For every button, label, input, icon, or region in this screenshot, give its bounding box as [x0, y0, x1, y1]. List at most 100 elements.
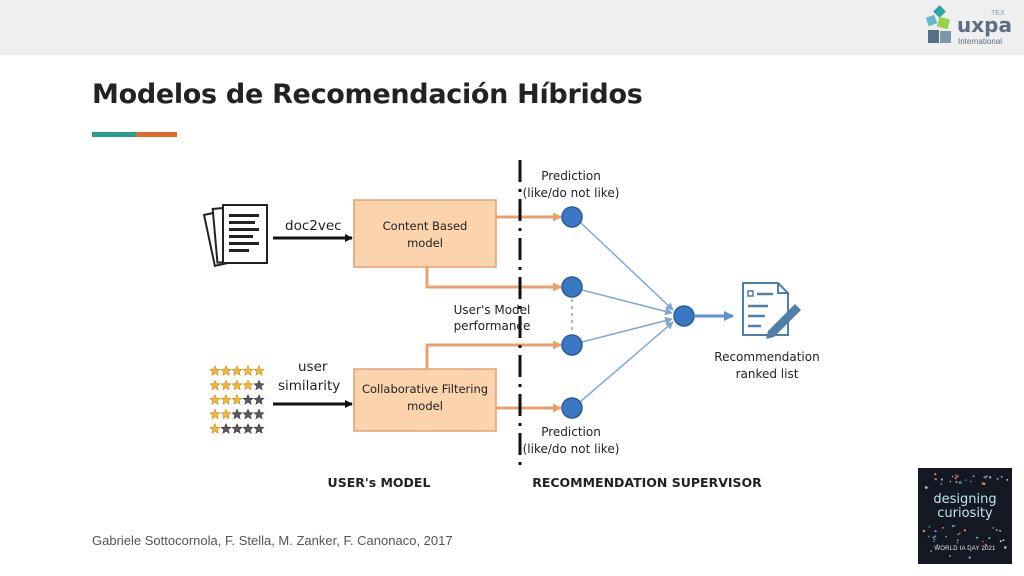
star-filled-icon — [209, 408, 221, 420]
badge-dot — [954, 474, 957, 476]
badge-dot — [930, 550, 932, 553]
badge-dot — [992, 527, 995, 529]
badge-dot — [1000, 476, 1003, 478]
logo-block-4 — [928, 30, 939, 43]
top-bar — [0, 0, 1024, 55]
similarity-label: similarity — [278, 378, 340, 394]
star-filled-icon — [220, 379, 232, 391]
star-ratings-icon — [209, 365, 265, 434]
badge-dot — [945, 536, 947, 538]
star-empty-icon — [242, 394, 254, 405]
uxpa-international-logo: uxpa International TEX — [925, 5, 1012, 46]
performance-node-content — [561, 276, 583, 298]
badge-dot — [934, 473, 937, 476]
badge-dot — [928, 526, 931, 528]
badge-dot — [934, 530, 937, 533]
badge-dot — [934, 535, 937, 538]
doc2vec-label: doc2vec — [285, 218, 342, 234]
badge-dot — [965, 479, 967, 481]
documents-icon — [202, 204, 268, 267]
performance-label: User's Model — [454, 303, 531, 317]
badge-dot — [1006, 479, 1009, 481]
content-based-model-box — [353, 199, 497, 268]
logo-brand: uxpa — [957, 13, 1012, 37]
star-filled-icon — [231, 379, 243, 391]
node1-to-aggregator-arrow — [579, 221, 674, 311]
badge-dot — [951, 525, 954, 528]
badge-dot — [922, 529, 926, 533]
badge-dot — [954, 477, 957, 480]
prediction-node-content — [561, 206, 583, 228]
star-filled-icon — [209, 394, 221, 405]
badge-dot — [983, 549, 985, 551]
star-empty-icon — [253, 379, 265, 391]
badge-dot — [972, 475, 975, 478]
badge-dot — [988, 537, 991, 540]
badge-dot — [986, 475, 988, 477]
badge-footer: WORLD IA DAY 2021 — [934, 546, 996, 552]
badge-dot — [956, 475, 959, 478]
title-accent-teal — [92, 132, 136, 137]
badge-dot — [976, 536, 978, 539]
badge-dot — [984, 543, 987, 546]
performance-node-collaborative — [561, 334, 583, 356]
badge-dot — [934, 478, 937, 481]
node3-to-aggregator-arrow — [581, 316, 673, 343]
star-empty-icon — [231, 408, 243, 420]
star-filled-icon — [242, 379, 254, 391]
badge-pattern — [922, 473, 1009, 559]
logo-subtitle: International — [958, 37, 1002, 46]
badge-dot — [1002, 539, 1005, 542]
star-filled-icon — [220, 365, 232, 376]
prediction-bottom-sublabel: (like/do not like) — [523, 442, 620, 456]
star-empty-icon — [231, 423, 243, 434]
user-label: user — [298, 359, 328, 375]
badge-dot — [982, 540, 984, 543]
collaborative-filtering-model-box — [353, 368, 497, 432]
badge-dot — [940, 478, 943, 481]
star-empty-icon — [253, 423, 265, 434]
title-accent-orange — [136, 132, 177, 137]
star-filled-icon — [242, 365, 254, 376]
ranked-list-icon — [742, 282, 801, 339]
collaborative-performance-arrow — [425, 340, 562, 369]
ranked-list-label: ranked list — [736, 367, 799, 381]
star-empty-icon — [242, 423, 254, 434]
prediction-bottom-label: Prediction — [541, 425, 601, 439]
badge-dot — [949, 480, 952, 483]
node2-to-aggregator-arrow — [581, 289, 673, 316]
badge-dot — [936, 544, 939, 546]
aggregator-node — [673, 305, 695, 327]
badge-dot — [932, 536, 935, 539]
star-filled-icon — [220, 408, 232, 420]
prediction-node-collaborative — [561, 397, 583, 419]
logo-block-3 — [936, 16, 951, 30]
logo-block-2 — [925, 14, 938, 27]
badge-dot — [927, 535, 930, 538]
badge-dot — [954, 525, 956, 527]
badge-dot — [996, 529, 998, 531]
badge-dot — [933, 538, 936, 541]
badge-dot — [989, 476, 992, 479]
badge-dot — [968, 556, 971, 559]
recommendation-supervisor-section-label: RECOMMENDATION SUPERVISOR — [532, 475, 762, 490]
collaborative-filtering-model-label: model — [407, 399, 443, 413]
badge-dot — [970, 550, 972, 552]
citation: Gabriele Sottocornola, F. Stella, M. Zan… — [92, 533, 453, 548]
badge-line-curiosity: curiosity — [937, 506, 993, 521]
performance-sublabel: performance — [454, 319, 531, 333]
collaborative-filtering-label: Collaborative Filtering — [362, 382, 488, 396]
logo-chapter: TEX — [991, 10, 1005, 17]
badge-dot — [956, 541, 959, 544]
star-filled-icon — [209, 423, 221, 434]
badge-dot — [1004, 546, 1007, 549]
badge-dot — [933, 540, 935, 543]
badge-dot — [999, 529, 1002, 532]
badge-dot — [949, 555, 951, 557]
content-performance-arrow — [425, 267, 562, 292]
logo-block-1 — [933, 5, 946, 18]
star-empty-icon — [242, 408, 254, 420]
badge-dot — [997, 478, 999, 480]
badge-dot — [963, 529, 967, 532]
badge-dot — [940, 483, 943, 485]
